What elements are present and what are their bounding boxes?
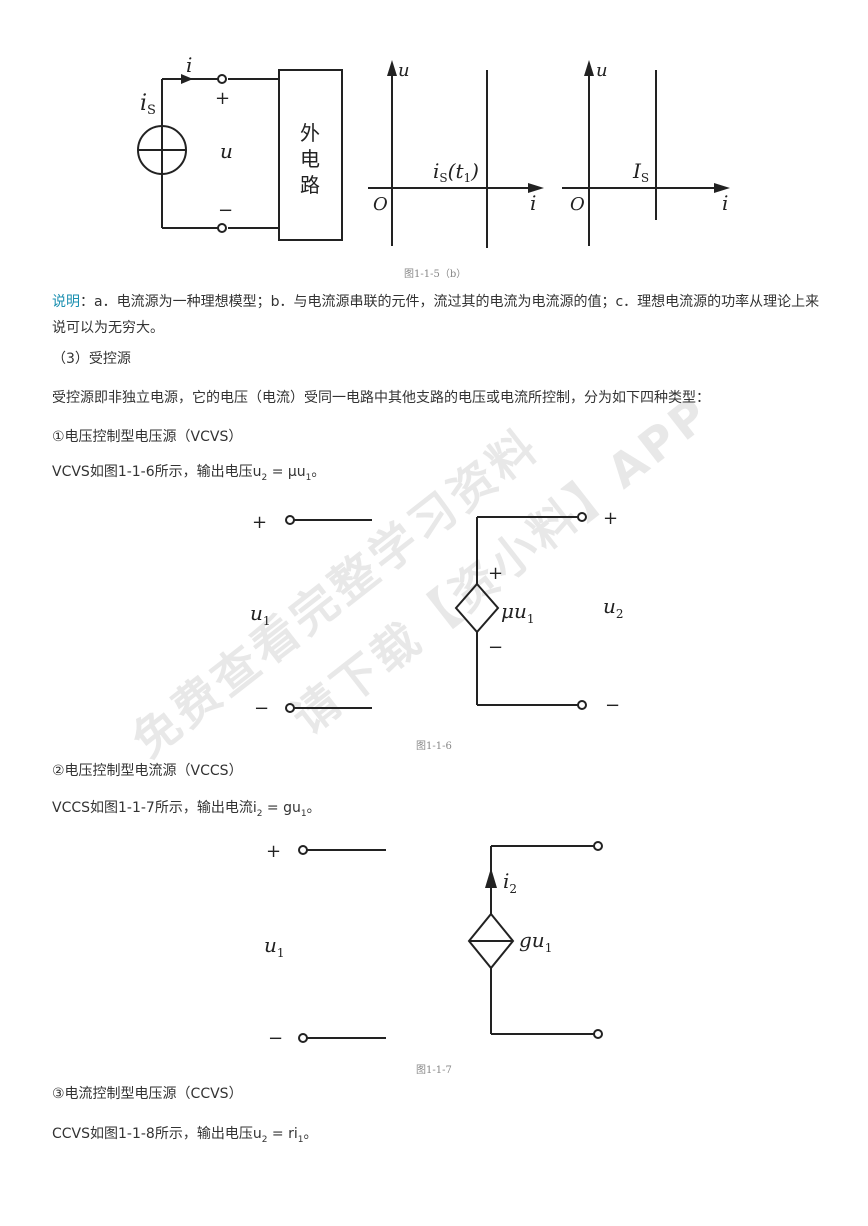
graph-1-line-label: iS(t1) (433, 159, 479, 185)
minus-sign: − (218, 200, 233, 221)
graph-2-x-arrow (714, 183, 730, 193)
vccs-terminal-right-top (593, 841, 603, 851)
section-heading: （3）受控源 (52, 351, 131, 367)
vccs-heading: ②电压控制型电流源（VCCS） (52, 763, 243, 779)
figure-1-1-5b: i iS + u − 外 电 路 u i O iS(t1) u i O IS (137, 53, 730, 248)
figure-1-1-6: + − u1 + − + − μu1 u2 (250, 508, 624, 719)
graph-2-y-arrow (584, 60, 594, 76)
vcvs-plus-left: + (252, 512, 267, 533)
vcvs-source-minus: − (488, 637, 503, 658)
vcvs-terminal-right-top (577, 512, 587, 522)
vcvs-minus-left: − (254, 698, 269, 719)
graph-1-y-arrow (387, 60, 397, 76)
vccs-terminal-left-bottom (298, 1033, 308, 1043)
vcvs-source-plus: + (488, 563, 503, 584)
vcvs-minus-right: − (605, 695, 620, 716)
intro-paragraph: 受控源即非独立电源，它的电压（电流）受同一电路中其他支路的电压或电流所控制，分为… (52, 390, 710, 406)
voltage-label: u (220, 139, 233, 163)
vccs-terminal-left-top (298, 845, 308, 855)
figure-caption-1-1-7: 图1-1-7 (416, 1065, 452, 1076)
graph-1-x-arrow (528, 183, 544, 193)
vcvs-terminal-left-top (285, 515, 295, 525)
vccs-gu-label: gu1 (519, 928, 552, 955)
vccs-minus-left: − (268, 1028, 283, 1049)
vccs-plus-left: + (266, 841, 281, 862)
ccvs-description: CCVS如图1-1-8所示，输出电压u2 = ri1。 (52, 1126, 318, 1145)
current-label: i (186, 53, 192, 77)
box-label-2: 电 (300, 147, 320, 171)
vccs-u1-label: u1 (264, 933, 285, 960)
note-paragraph: 说明：a．电流源为一种理想模型；b．与电流源串联的元件，流过其的电流为电流源的值… (52, 289, 822, 341)
vccs-description: VCCS如图1-1-7所示，输出电流i2 = gu1。 (52, 800, 321, 819)
plus-sign: + (215, 88, 230, 109)
graph-2-origin: O (570, 194, 585, 215)
current-arrow (181, 74, 193, 84)
box-label-3: 路 (300, 173, 320, 197)
ccvs-heading: ③电流控制型电压源（CCVS） (52, 1086, 243, 1102)
vcvs-terminal-right-bottom (577, 700, 587, 710)
vccs-current-arrow (485, 868, 497, 888)
vcvs-mu-label: μu1 (501, 599, 535, 626)
source-label: iS (140, 91, 156, 118)
graph-1-x-label: i (530, 191, 536, 215)
graph-2-y-label: u (596, 60, 608, 81)
vccs-i2-label: i2 (503, 869, 517, 896)
note-label: 说明 (52, 294, 80, 310)
current-source-circuit (137, 69, 343, 241)
vcvs-u2-label: u2 (603, 594, 624, 621)
terminal-bottom (217, 223, 227, 233)
graph-1-y-label: u (398, 60, 410, 81)
vcvs-description: VCVS如图1-1-6所示，输出电压u2 = μu1。 (52, 464, 326, 483)
note-text: ：a．电流源为一种理想模型；b．与电流源串联的元件，流过其的电流为电流源的值；c… (52, 294, 820, 336)
box-label-1: 外 (300, 121, 320, 145)
graph-1 (368, 66, 538, 248)
figure-caption-1-1-5b: 图1-1-5（b） (404, 269, 467, 280)
terminal-top (217, 74, 227, 84)
vcvs-plus-right: + (603, 508, 618, 529)
graph-2 (562, 66, 724, 246)
graph-1-origin: O (373, 194, 388, 215)
vcvs-heading: ①电压控制型电压源（VCVS） (52, 429, 243, 445)
figure-1-1-7: + − u1 i2 gu1 (264, 841, 603, 1049)
vccs-terminal-right-bottom (593, 1029, 603, 1039)
graph-2-line-label: IS (632, 159, 649, 185)
graph-2-x-label: i (722, 191, 728, 215)
vcvs-terminal-left-bottom (285, 703, 295, 713)
figure-caption-1-1-6: 图1-1-6 (416, 741, 452, 752)
vcvs-u1-label: u1 (250, 601, 271, 628)
